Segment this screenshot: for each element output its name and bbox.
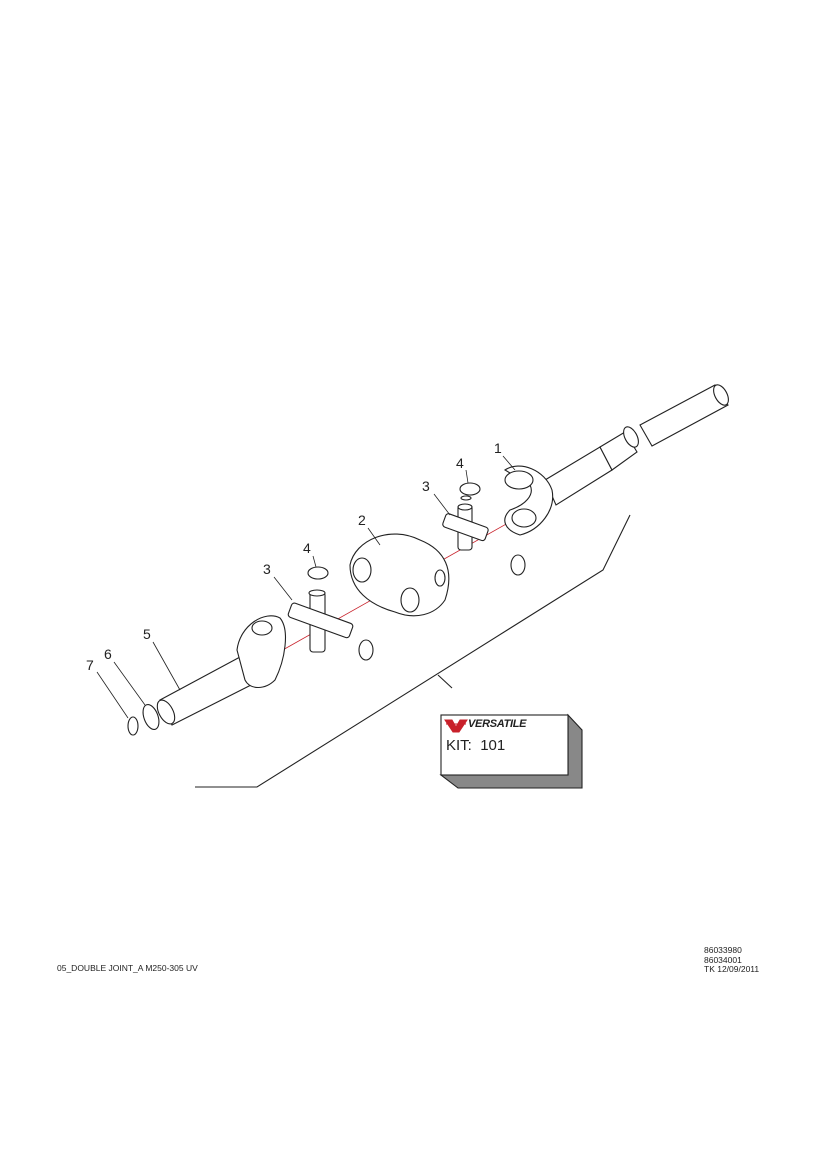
callout-1: 1	[494, 440, 502, 456]
callout-3-right: 3	[422, 478, 430, 494]
revision-stamp: TK 12/09/2011	[704, 964, 760, 974]
bearing-ring-part-6	[142, 704, 160, 730]
kit-bracket-tick	[437, 674, 453, 689]
kit-label-row: KIT: 101	[446, 737, 505, 754]
leader-lines	[96, 455, 516, 719]
snap-ring-part-7	[127, 716, 139, 736]
part-number-2: 86034001	[704, 955, 742, 965]
callout-4-right: 4	[456, 455, 464, 471]
snap-ring-left-side	[358, 639, 374, 661]
kit-label: KIT:	[446, 737, 472, 754]
universal-joint-cross-part-3-right	[442, 495, 489, 551]
snap-ring-part-4-right	[459, 482, 481, 496]
snap-ring-part-4-left	[307, 566, 329, 580]
callout-4-left: 4	[303, 540, 311, 556]
kit-number: 101	[480, 737, 506, 754]
center-yoke-part-2	[349, 533, 450, 617]
callout-3-left: 3	[263, 561, 271, 577]
drawing-name: 05_DOUBLE JOINT_A M250-305 UV	[57, 963, 198, 973]
callout-5: 5	[143, 626, 151, 642]
kit-bracket-line	[195, 514, 631, 788]
callout-7: 7	[86, 657, 94, 673]
snap-ring-right-side	[510, 554, 526, 576]
versatile-logo-icon	[444, 719, 468, 733]
kit-brand: VERSATILE	[468, 718, 527, 730]
universal-joint-cross-part-3-left	[287, 589, 354, 653]
callout-6: 6	[104, 646, 112, 662]
part-number-1: 86033980	[704, 945, 742, 955]
callout-2: 2	[358, 512, 366, 528]
shaft-yoke-part-1	[503, 384, 729, 536]
stub-shaft-yoke-part-5	[156, 615, 286, 726]
